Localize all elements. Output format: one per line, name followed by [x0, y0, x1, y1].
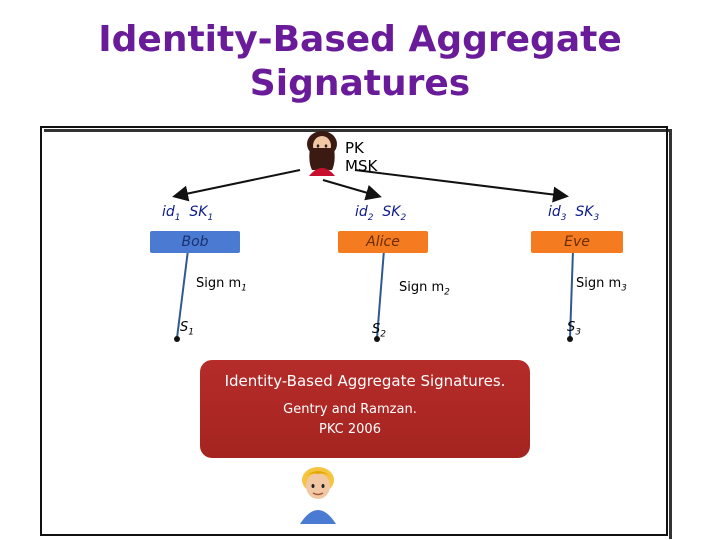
title-line-2: Signatures — [249, 63, 471, 104]
diagram-frame — [40, 126, 668, 536]
reference-citation: Gentry and Ramzan. PKC 2006 — [200, 400, 500, 440]
bob-sign-line — [176, 249, 189, 339]
eve-sign-label: Sign m3 — [576, 276, 627, 294]
alice-signature: S2 — [372, 322, 386, 340]
arrow-to-bob — [172, 169, 301, 202]
eve-sign-dot — [567, 336, 573, 342]
bob-sign-label: Sign m1 — [196, 276, 247, 294]
arrow-to-eve — [354, 169, 569, 203]
bob-signature: S1 — [180, 320, 194, 338]
reference-venue: PKC 2006 — [319, 422, 381, 437]
authority-keys: PK MSK — [345, 139, 377, 175]
frame-shadow — [44, 129, 672, 539]
alice-box: Alice — [338, 231, 428, 253]
reference-authors: Gentry and Ramzan. — [283, 402, 417, 417]
pk-label: PK — [345, 139, 364, 157]
eve-id-sk: id3 SK3 — [548, 204, 600, 223]
bob-id-sk: id1 SK1 — [162, 204, 214, 223]
reference-title: Identity-Based Aggregate Signatures. — [224, 372, 506, 390]
eve-box: Eve — [531, 231, 623, 253]
title-line-1: Identity-Based Aggregate — [98, 19, 622, 60]
page-title: Identity-Based Aggregate Signatures — [0, 18, 720, 106]
man-avatar-icon — [300, 467, 336, 524]
eve-sign-line — [569, 249, 574, 339]
woman-avatar-icon — [307, 131, 337, 176]
eve-signature: S3 — [567, 320, 581, 338]
arrow-to-alice — [322, 179, 382, 201]
alice-sign-dot — [374, 336, 380, 342]
alice-id-sk: id2 SK2 — [355, 204, 407, 223]
alice-sign-label: Sign m2 — [399, 280, 450, 298]
reference-box: Identity-Based Aggregate Signatures. Gen… — [200, 360, 530, 458]
msk-label: MSK — [345, 157, 378, 175]
alice-sign-line — [376, 249, 385, 339]
bob-box: Bob — [150, 231, 240, 253]
bob-sign-dot — [174, 336, 180, 342]
